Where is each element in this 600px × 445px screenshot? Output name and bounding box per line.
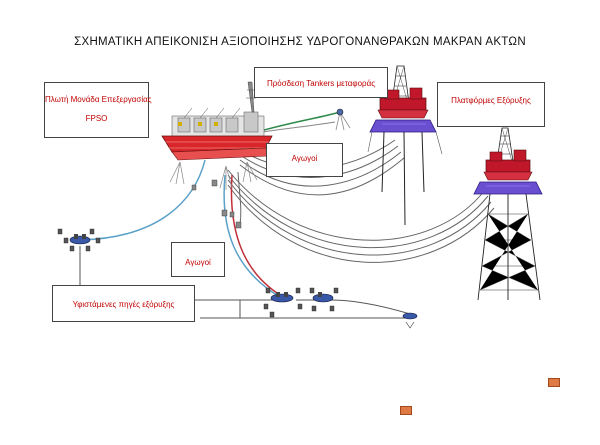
label-fpso-line1: Πλωτή Μονάδα Επεξεργασίας	[45, 95, 152, 104]
label-fpso: Πλωτή Μονάδα Επεξεργασίας FPSO	[44, 82, 152, 138]
label-existing-wells: Υφιστάμενες πηγές εξόρυξης	[52, 285, 195, 322]
label-pipelines-lower-text: Αγωγοί	[185, 258, 211, 267]
orange-marker	[548, 378, 560, 387]
wellhead-icon	[309, 287, 339, 312]
label-pipelines-upper: Αγωγοί	[266, 143, 343, 177]
riser-lines	[79, 159, 286, 299]
riser-base-icon	[191, 179, 242, 229]
diagram-title: ΣΧΗΜΑΤΙΚΗ ΑΠΕΙΚΟΝΙΣΗ ΑΞΙΟΠΟΙΗΣΗΣ ΥΔΡΟΓΟΝ…	[74, 36, 526, 48]
fpso-mooring-lines	[169, 161, 258, 190]
label-fpso-line2: FPSO	[85, 114, 108, 123]
fpso-vessel-icon	[161, 81, 273, 161]
subsea-manifold-icon	[69, 234, 91, 245]
pipeline-bundle	[227, 139, 495, 263]
label-pipelines-lower: Αγωγοί	[171, 242, 225, 277]
seabed-flowlines	[79, 246, 411, 319]
offshore-platform-icon	[473, 127, 543, 301]
tanker-mooring-lines	[249, 111, 351, 135]
label-platforms: Πλατφόρμες Εξόρυξης	[437, 82, 545, 127]
wellhead-icon	[263, 287, 303, 318]
wellhead-icon	[57, 228, 101, 252]
label-tanker-mooring: Πρόσδεση Tankers μεταφοράς	[254, 67, 388, 98]
label-pipelines-upper-text: Αγωγοί	[291, 154, 318, 163]
orange-marker	[400, 406, 412, 415]
label-platforms-text: Πλατφόρμες Εξόρυξης	[451, 96, 531, 105]
label-tanker-text: Πρόσδεση Tankers μεταφοράς	[266, 79, 376, 88]
subsea-manifold-icon	[270, 292, 294, 303]
label-existing-wells-text: Υφιστάμενες πηγές εξόρυξης	[72, 300, 175, 309]
mooring-buoy-icon	[336, 108, 344, 116]
wellhead-icon	[402, 312, 418, 329]
subsea-manifold-icon	[312, 292, 334, 303]
offshore-platform-icon	[367, 65, 443, 226]
